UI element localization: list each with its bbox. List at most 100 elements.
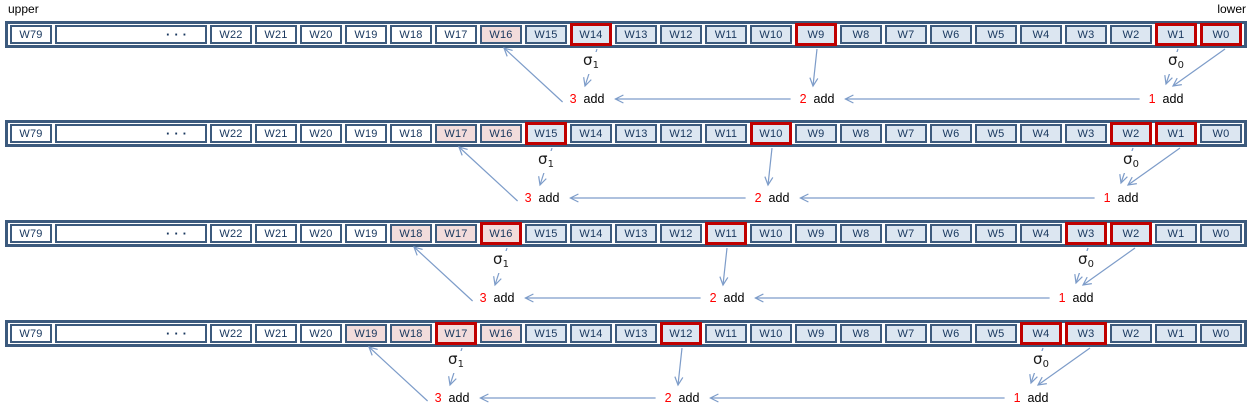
cell-w19-row2: W19 [345, 124, 387, 143]
cell-w6-row2: W6 [930, 124, 972, 143]
add-step-2-label-row4: 2 add [661, 391, 703, 405]
sigma1-label-row2: σ1 [536, 151, 556, 173]
add-word: add [813, 92, 835, 106]
sigma1-label-row3: σ1 [491, 251, 511, 273]
sigma0-symbol: σ [1033, 350, 1043, 368]
cell-w2-row1: W2 [1110, 25, 1152, 44]
cell-w1-row4: W1 [1155, 324, 1197, 343]
arrow-mid-to-add2 [809, 48, 819, 88]
cell-w22-row3: W22 [210, 224, 252, 243]
cell-dots-row3: ··· [55, 224, 207, 243]
sigma1-subscript: 1 [457, 359, 464, 370]
sigma0-subscript: 0 [1087, 259, 1094, 270]
add-step-number: 3 [479, 291, 487, 305]
cell-w20-row4: W20 [300, 324, 342, 343]
cell-w7-row4: W7 [885, 324, 927, 343]
add-step-number: 2 [664, 391, 672, 405]
cell-w79-row2: W79 [10, 124, 52, 143]
cell-w0-row2: W0 [1200, 124, 1242, 143]
add-step-number: 1 [1148, 92, 1156, 106]
cell-w16-row4: W16 [480, 324, 522, 343]
add-step-number: 3 [524, 191, 532, 205]
cell-w12-row4: W12 [660, 322, 702, 345]
arrow-add3-to-dest [458, 146, 519, 202]
add-step-number: 3 [569, 92, 577, 106]
add-step-number: 1 [1013, 391, 1021, 405]
cell-dots-row2: ··· [55, 124, 207, 143]
cell-w1-row1: W1 [1155, 23, 1197, 46]
cell-w2-row2: W2 [1110, 122, 1152, 145]
sigma0-subscript: 0 [1177, 60, 1184, 71]
upper-label: upper [8, 2, 39, 16]
arrow-tail-to-add1 [1081, 247, 1136, 286]
arrow-add3-to-dest [503, 47, 564, 103]
arrows-layer-row-2 [458, 146, 1181, 203]
cell-w10-row2: W10 [750, 122, 792, 145]
sigma0-label-row2: σ0 [1121, 151, 1141, 173]
sigma0-subscript: 0 [1042, 359, 1049, 370]
cell-w4-row3: W4 [1020, 224, 1062, 243]
sigma0-symbol: σ [1123, 150, 1133, 168]
cell-w7-row1: W7 [885, 25, 927, 44]
add-word: add [723, 291, 745, 305]
cell-w6-row1: W6 [930, 25, 972, 44]
cell-w11-row4: W11 [705, 324, 747, 343]
cell-w13-row1: W13 [615, 25, 657, 44]
sigma1-subscript: 1 [592, 60, 599, 71]
cell-w5-row3: W5 [975, 224, 1017, 243]
cell-w6-row4: W6 [930, 324, 972, 343]
cell-w17-row3: W17 [435, 224, 477, 243]
arrow-tail-to-add1 [1171, 48, 1226, 87]
cell-dots-row4: ··· [55, 324, 207, 343]
cell-w19-row1: W19 [345, 25, 387, 44]
add-word: add [678, 391, 700, 405]
cell-w18-row4: W18 [390, 324, 432, 343]
cell-w7-row3: W7 [885, 224, 927, 243]
arrow-mid-to-add2 [719, 247, 729, 287]
cell-w9-row2: W9 [795, 124, 837, 143]
add-word: add [1162, 92, 1184, 106]
add-word: add [768, 191, 790, 205]
cell-w0-row4: W0 [1200, 324, 1242, 343]
cell-w5-row2: W5 [975, 124, 1017, 143]
sigma1-subscript: 1 [547, 159, 554, 170]
arrows-layer-row-3 [413, 246, 1136, 303]
cell-w22-row2: W22 [210, 124, 252, 143]
arrow-add3-to-dest [413, 246, 474, 302]
cell-w18-row3: W18 [390, 224, 432, 243]
sigma1-label-row4: σ1 [446, 351, 466, 373]
cell-w7-row2: W7 [885, 124, 927, 143]
add-word: add [448, 391, 470, 405]
cell-w3-row1: W3 [1065, 25, 1107, 44]
cell-w9-row4: W9 [795, 324, 837, 343]
cell-w79-row3: W79 [10, 224, 52, 243]
cell-w21-row4: W21 [255, 324, 297, 343]
arrows-layer-row-1 [503, 47, 1226, 104]
cell-w2-row4: W2 [1110, 324, 1152, 343]
cell-w14-row1: W14 [570, 23, 612, 46]
arrow-tail-to-add1 [1036, 347, 1091, 386]
cell-w20-row1: W20 [300, 25, 342, 44]
cell-w11-row2: W11 [705, 124, 747, 143]
cell-w12-row1: W12 [660, 25, 702, 44]
add-step-number: 2 [799, 92, 807, 106]
cell-w14-row3: W14 [570, 224, 612, 243]
cell-w15-row1: W15 [525, 25, 567, 44]
sigma1-label-row1: σ1 [581, 52, 601, 74]
sigma1-symbol: σ [583, 51, 593, 69]
sigma0-label-row3: σ0 [1076, 251, 1096, 273]
cell-w8-row3: W8 [840, 224, 882, 243]
arrow-mid-to-add2 [764, 147, 774, 187]
add-step-number: 1 [1058, 291, 1066, 305]
cell-w12-row3: W12 [660, 224, 702, 243]
cell-w3-row3: W3 [1065, 222, 1107, 245]
cell-w20-row2: W20 [300, 124, 342, 143]
add-step-number: 1 [1103, 191, 1111, 205]
